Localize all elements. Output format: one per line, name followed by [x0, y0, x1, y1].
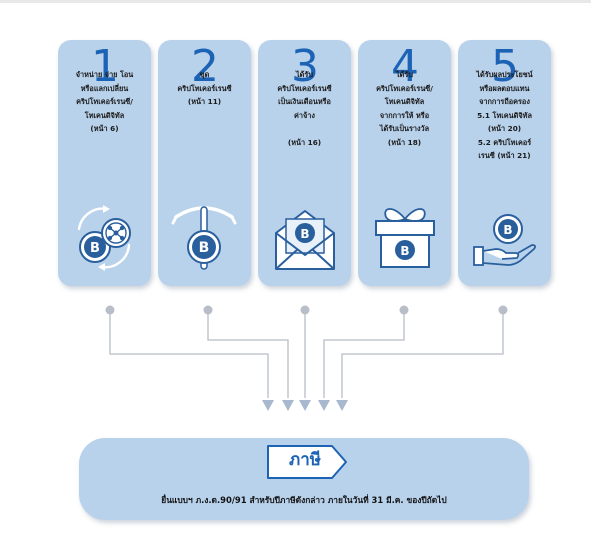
svg-text:B: B [400, 244, 409, 258]
top-divider [0, 0, 591, 3]
step-text-1: จำหน่าย จ่าย โอน หรือแลกเปลี่ยน คริปโทเค… [75, 70, 134, 133]
tax-label: ภาษี [289, 450, 321, 470]
connector-dot-2 [203, 305, 213, 315]
connector-dot-1 [105, 305, 115, 315]
step-card-1: 1 จำหน่าย จ่าย โอน หรือแลกเปลี่ยน คริปโท… [58, 40, 151, 286]
connector-line-2 [207, 310, 289, 398]
coin-exchange-icon: B [77, 205, 131, 271]
tax-label-badge [267, 445, 347, 479]
svg-text:B: B [300, 227, 309, 241]
svg-text:B: B [199, 240, 210, 256]
gift-coin-icon: B [375, 208, 435, 268]
step-text-4: ได้รับ คริปโทเคอร์เรนซี/ โทเคนดิจิทัล จา… [376, 70, 433, 147]
step-text-5: ได้รับผลประโยชน์ หรือผลตอบแทน จากการถือค… [476, 70, 533, 160]
svg-text:B: B [503, 223, 512, 237]
pickaxe-coin-icon: B [171, 206, 237, 270]
arrowhead-4 [318, 400, 330, 411]
connector-line-1 [109, 310, 269, 398]
hand-coin-icon: B [473, 214, 537, 266]
step-text-3: ได้รับ คริปโทเคอร์เรนซี เป็นเงินเดือนหรื… [277, 70, 332, 147]
step-card-5: 5 ได้รับผลประโยชน์ หรือผลตอบแทน จากการถื… [458, 40, 551, 286]
arrowhead-5 [336, 400, 348, 411]
step-number-1: 1 [91, 41, 119, 92]
connector-line-4 [323, 310, 405, 398]
tax-filing-description: ยื่นแบบฯ ภ.ง.ด.90/91 สำหรับปีภาษีดังกล่า… [161, 495, 447, 505]
connector-dot-3 [300, 305, 310, 315]
step-number-5: 5 [491, 41, 519, 92]
connector-dot-4 [399, 305, 409, 315]
connector-line-5 [341, 310, 504, 398]
step-card-4: 4 ได้รับ คริปโทเคอร์เรนซี/ โทเคนดิจิทัล … [358, 40, 451, 286]
envelope-coin-icon: B [275, 210, 335, 270]
step-card-3: 3 ได้รับ คริปโทเคอร์เรนซี เป็นเงินเดือนห… [258, 40, 351, 286]
tax-filing-box: ภาษี ยื่นแบบฯ ภ.ง.ด.90/91 สำหรับปีภาษีดั… [79, 438, 529, 520]
step-text-2: ขุด คริปโทเคอร์เรนซี (หน้า 11) [177, 70, 232, 106]
svg-text:B: B [90, 241, 100, 256]
step-number-4: 4 [391, 41, 419, 92]
step-number-3: 3 [291, 41, 319, 92]
connector-dot-5 [498, 305, 508, 315]
step-number-2: 2 [191, 41, 219, 92]
arrowhead-2 [282, 400, 294, 411]
arrowhead-1 [262, 400, 274, 411]
step-card-2: 2 ขุด คริปโทเคอร์เรนซี (หน้า 11) B [158, 40, 251, 286]
arrowhead-3 [299, 400, 311, 411]
